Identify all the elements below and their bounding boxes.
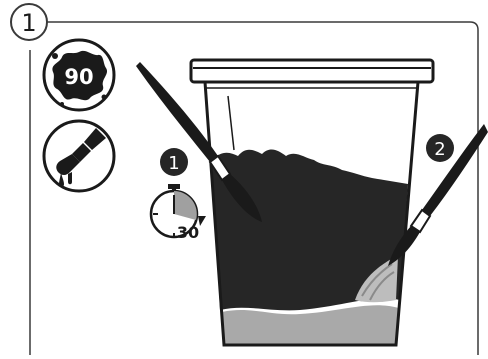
cup-bottom-paint [222,305,399,345]
paintbrush-left [136,62,262,222]
step-marker-2: 2 [426,134,454,162]
step-marker-2-label: 2 [434,139,445,160]
paint-badge-value: 90 [64,65,93,89]
cup [191,60,433,345]
stopwatch-icon: 30 [151,184,206,242]
step-number: 1 [21,9,36,37]
stopwatch-value: 30 [177,223,199,242]
step-marker-1-label: 1 [168,153,179,174]
step-marker-1: 1 [160,148,188,176]
brush-drip-icon [44,121,114,191]
cup-rim [191,60,433,82]
paint-splat-icon: 90 [44,40,114,110]
step-number-badge: 1 [11,4,47,40]
